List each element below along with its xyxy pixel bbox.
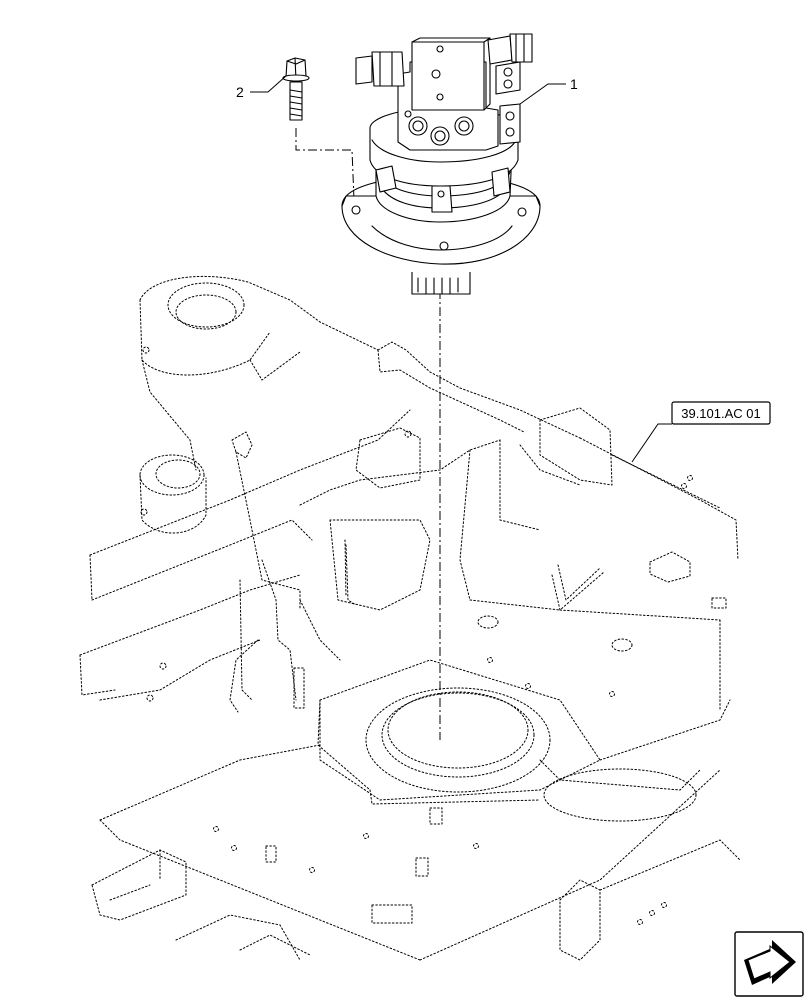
center-lines [295,128,441,740]
hex-flange-bolt [282,57,310,121]
reference-link[interactable]: 39.101.AC 01 [671,401,771,425]
upper-frame-phantom [79,275,741,961]
callout-2: 2 [236,84,244,100]
next-page-arrow-icon[interactable] [734,931,804,997]
reference-box[interactable] [671,401,771,425]
callout-1: 1 [570,76,578,92]
reference-label[interactable]: 39.101.AC 01 [681,406,761,421]
swing-motor [341,33,541,295]
callout-leaders [250,75,672,463]
